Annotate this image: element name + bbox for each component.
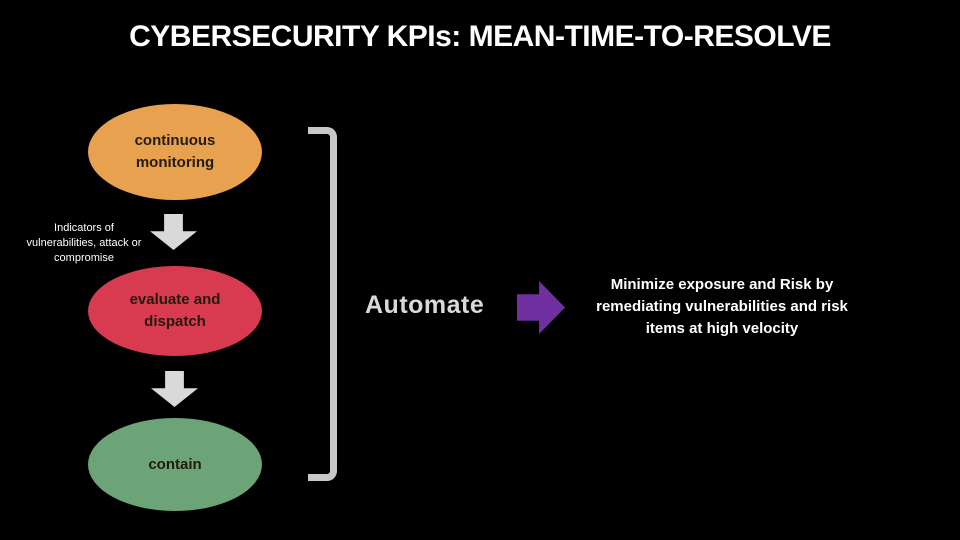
node-contain: contain <box>88 418 262 511</box>
down-arrow-icon <box>150 214 197 250</box>
right-arrow-icon <box>517 281 565 334</box>
down-arrow-icon <box>151 371 198 407</box>
outcome-text: Minimize exposure and Risk by remediatin… <box>596 276 848 337</box>
node-evaluate-and-dispatch: evaluate and dispatch <box>88 266 262 356</box>
slide-title: CYBERSECURITY KPIs: MEAN-TIME-TO-RESOLVE <box>129 20 831 53</box>
node-evaluate-and-dispatch-label: evaluate and dispatch <box>129 291 221 330</box>
node-continuous-monitoring: continuous monitoring <box>88 104 262 200</box>
node-contain-label: contain <box>148 455 202 473</box>
node-continuous-monitoring-label: continuous monitoring <box>134 132 216 171</box>
indicators-note: Indicators of vulnerabilities, attack or… <box>26 222 142 264</box>
grouping-bracket <box>308 127 337 481</box>
automate-label: Automate <box>365 291 485 319</box>
